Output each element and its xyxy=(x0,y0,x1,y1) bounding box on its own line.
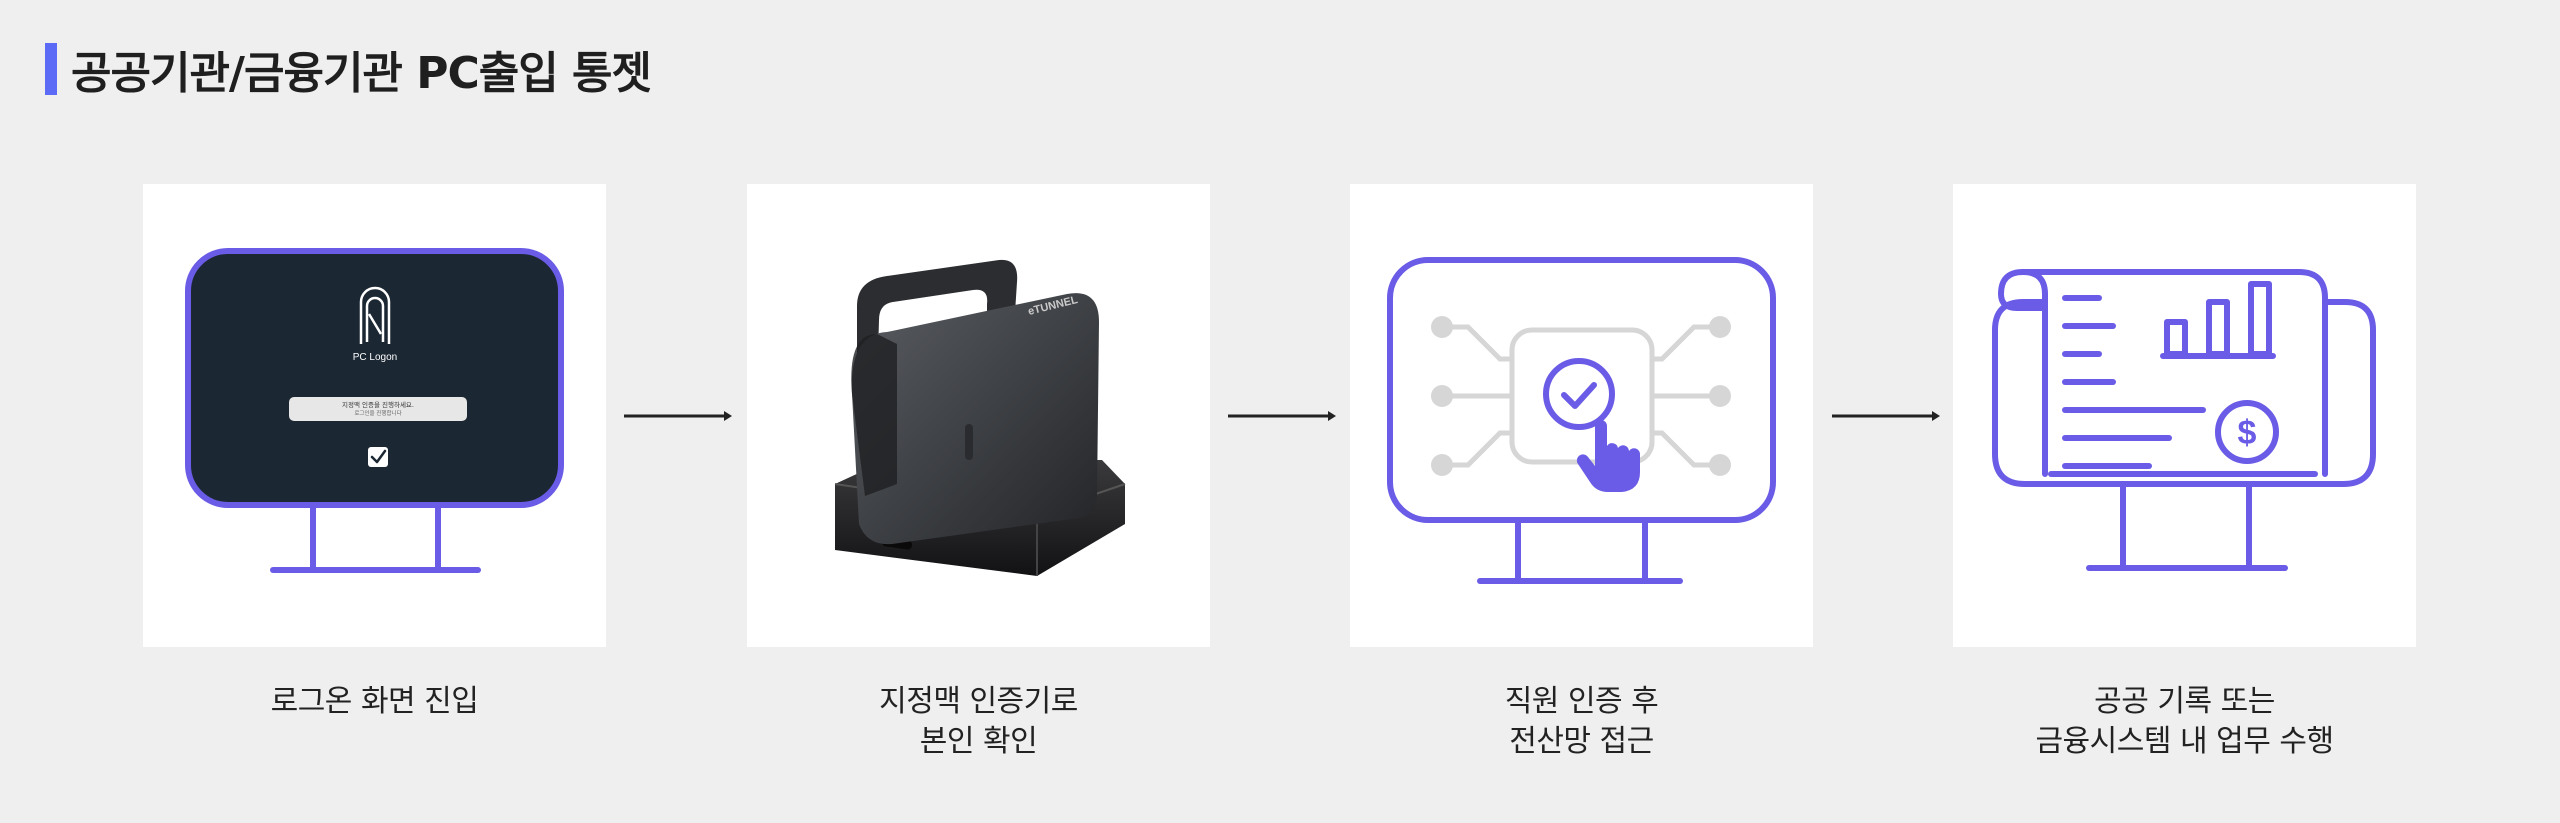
monitor-authentication-icon xyxy=(1387,257,1776,584)
caption-line: 로그온 화면 진입 xyxy=(270,684,479,719)
indicator-light xyxy=(965,424,973,460)
caption-line: 직원 인증 후 xyxy=(1504,684,1659,719)
arrow-right-icon xyxy=(1832,411,1940,421)
monitor-financial-report-icon: $ xyxy=(1992,269,2376,571)
step-4-caption: 공공 기록 또는 금융시스템 내 업무 수행 xyxy=(1953,682,2416,762)
step-1-card: PC Logon 지정맥 인증을 진행하세요. 로그인을 진행합니다 xyxy=(143,184,606,647)
step-2-caption: 지정맥 인증기로 본인 확인 xyxy=(747,682,1210,762)
arrow-right-icon xyxy=(624,411,732,421)
step-1-caption: 로그온 화면 진입 xyxy=(143,682,606,722)
step-3-card xyxy=(1350,184,1813,647)
caption-line: 공공 기록 또는 xyxy=(2094,684,2275,719)
page-header: 공공기관/금융기관 PC출입 통젯 xyxy=(45,42,652,99)
confirm-checkbox[interactable] xyxy=(368,447,388,467)
circuit-lines-icon xyxy=(1431,316,1731,476)
logon-message-line2: 로그인을 진행합니다 xyxy=(354,409,401,417)
dollar-icon: $ xyxy=(2238,414,2257,452)
title-accent-bar xyxy=(45,43,57,95)
vein-scanner-device: eTUNNEL xyxy=(834,259,1126,576)
logon-message-line1: 지정맥 인증을 진행하세요. xyxy=(342,400,414,409)
monitor-logon-icon: PC Logon 지정맥 인증을 진행하세요. 로그인을 진행합니다 xyxy=(185,248,564,573)
check-circle-icon xyxy=(1543,358,1615,430)
page-title: 공공기관/금융기관 PC출입 통젯 xyxy=(71,48,652,99)
logon-message-box xyxy=(289,397,467,421)
step-3-caption: 직원 인증 후 전산망 접근 xyxy=(1350,682,1813,762)
finger-logo-icon xyxy=(359,286,391,344)
step-4-card: $ xyxy=(1953,184,2416,647)
logon-app-label: PC Logon xyxy=(353,352,397,363)
caption-line: 전산망 접근 xyxy=(1509,724,1654,759)
step-2-card: eTUNNEL xyxy=(747,184,1210,647)
caption-line: 금융시스템 내 업무 수행 xyxy=(2035,724,2334,759)
caption-line: 본인 확인 xyxy=(919,724,1038,759)
caption-line: 지정맥 인증기로 xyxy=(879,684,1078,719)
arrow-right-icon xyxy=(1228,411,1336,421)
pointer-hand-icon xyxy=(1576,420,1641,492)
